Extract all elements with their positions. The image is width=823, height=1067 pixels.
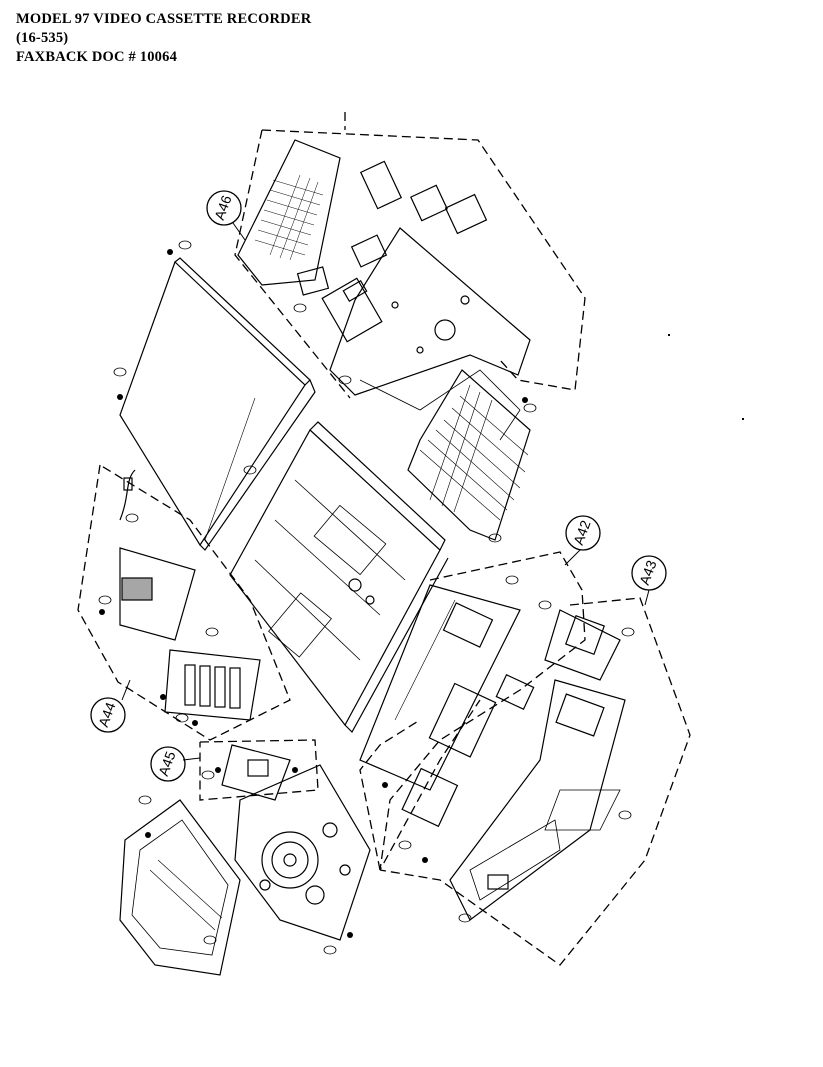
callout-leader-lines (121, 222, 650, 761)
doc-model-number: (16-535) (16, 30, 69, 46)
document-header: MODEL 97 VIDEO CASSETTE RECORDER (16-535… (16, 10, 311, 67)
callout-a45-label: A45 (155, 749, 179, 778)
tape-deck-mechanism (234, 764, 371, 941)
bottom-plate (407, 369, 531, 541)
rear-panel (321, 227, 531, 441)
callout-a46: A46 (206, 190, 242, 226)
a45-board (221, 744, 291, 801)
callout-a44: A44 (90, 697, 126, 733)
cassette-tray (119, 799, 241, 976)
power-supply-board (119, 469, 261, 721)
rear-circuit-board (237, 139, 341, 296)
front-panel (449, 609, 626, 921)
callout-a46-label: A46 (211, 193, 235, 222)
callout-a43: A43 (631, 555, 667, 591)
main-chassis (229, 421, 449, 733)
callout-a42-label: A42 (570, 518, 594, 547)
part-number-bubble-icon (98, 240, 635, 955)
callout-a42: A42 (565, 515, 601, 551)
dashed-group-outline-icon (77, 112, 691, 966)
callout-a45: A45 (150, 746, 186, 782)
page-specks (668, 334, 744, 420)
front-circuit-board (359, 584, 535, 828)
doc-faxback-number: FAXBACK DOC # 10064 (16, 49, 178, 65)
callout-a44-label: A44 (95, 700, 119, 729)
screw-icon (99, 249, 528, 938)
doc-title: MODEL 97 VIDEO CASSETTE RECORDER (16, 11, 312, 27)
rear-connectors (350, 160, 488, 268)
top-cover (119, 257, 316, 551)
callout-a43-label: A43 (636, 558, 660, 587)
